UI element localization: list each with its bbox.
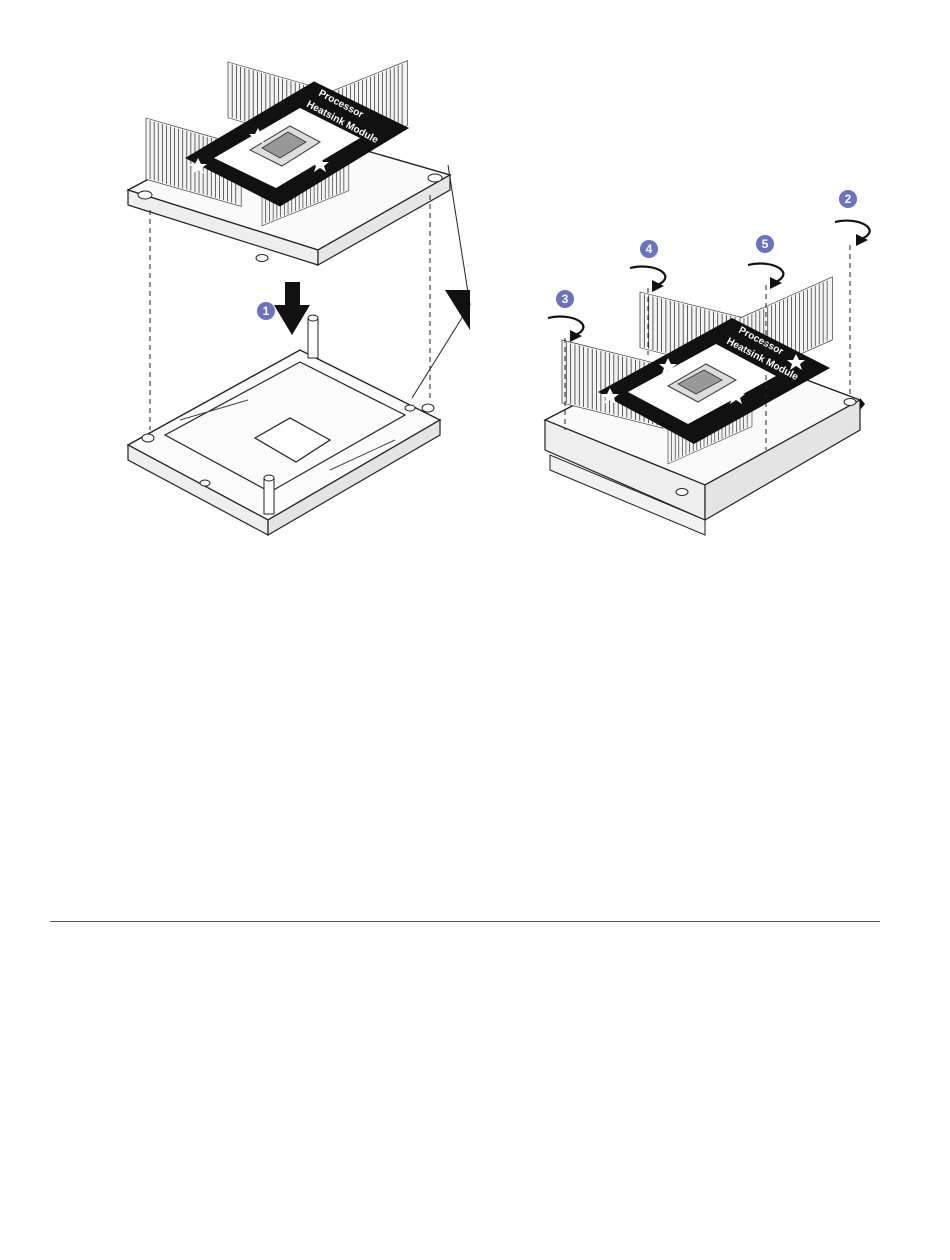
svg-text:4: 4: [646, 242, 653, 256]
svg-text:2: 2: [845, 192, 852, 206]
processor-socket: [128, 315, 440, 535]
phm-heatsink-installed: Processor Heatsink Module: [545, 277, 860, 535]
callout-1: 1: [257, 302, 275, 320]
phm-heatsink-left: Processor Heatsink Module: [128, 61, 450, 265]
triangle-alignment-mark: [445, 290, 470, 330]
down-arrow-icon: [274, 282, 310, 335]
triangle-pointer-line: [448, 165, 470, 305]
svg-text:5: 5: [762, 237, 769, 251]
svg-text:1: 1: [263, 304, 270, 318]
callout-3: 3: [556, 290, 574, 308]
phm-installation-diagram: Processor Heatsink Module: [0, 0, 950, 560]
callout-4: 4: [640, 240, 658, 258]
callout-5: 5: [756, 235, 774, 253]
page-divider: [50, 921, 880, 922]
svg-text:3: 3: [562, 292, 569, 306]
callout-2: 2: [839, 190, 857, 208]
